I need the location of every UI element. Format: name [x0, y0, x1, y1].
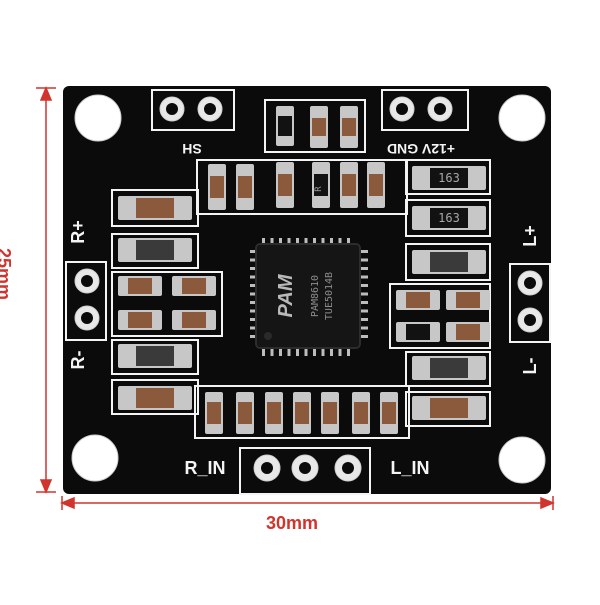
chip-pin [313, 348, 316, 356]
l-in-label: L_IN [390, 458, 429, 478]
chip-pin [250, 326, 258, 330]
chip-pin [279, 348, 282, 356]
chip-pin [250, 335, 258, 338]
chip-pin [313, 238, 316, 246]
chip-pin [262, 348, 265, 356]
ic-marking-top: 163 [438, 171, 460, 185]
chip-pin [262, 238, 265, 246]
chip-pin [360, 309, 368, 313]
header-pads [74, 96, 543, 482]
chip-code: TUE5014B [324, 272, 335, 320]
smd-components [118, 106, 490, 434]
chip-pin [360, 301, 368, 304]
chip-pin [347, 348, 350, 356]
width-dimension-label: 30mm [266, 513, 319, 533]
chip-pin [330, 238, 333, 246]
chip-pin [321, 348, 325, 356]
mounting-holes [71, 94, 546, 484]
l-minus-label: L- [520, 358, 540, 375]
chip-pin [250, 309, 258, 313]
chip-pin [287, 348, 291, 356]
chip-pin [360, 258, 368, 262]
sh-label: SH [182, 141, 201, 157]
resistor-marking: R [314, 186, 324, 192]
ic-marking-mid: 163 [438, 211, 460, 225]
chip-pin [304, 348, 308, 356]
chip-logo: PAM [275, 273, 297, 317]
chip-pin [250, 301, 258, 304]
silkscreen-outlines [65, 89, 551, 495]
chip-pin [360, 284, 368, 287]
chip-pin [296, 238, 299, 246]
power-label: +12V GND [387, 141, 455, 157]
chip-pin [270, 238, 274, 246]
chip-pin [250, 267, 258, 270]
chip-pin [250, 258, 258, 262]
chip-pin [279, 238, 282, 246]
chip-pin [321, 238, 325, 246]
r-plus-label: R+ [68, 220, 88, 244]
chip-pin [347, 238, 350, 246]
chip-pin [360, 335, 368, 338]
chip-pin [250, 318, 258, 321]
chip-pin [296, 348, 299, 356]
chip-pin [338, 348, 342, 356]
chip-part-number: PAM8610 [310, 275, 321, 317]
chip-pin [304, 238, 308, 246]
chip-pin [360, 267, 368, 270]
chip-pin [360, 292, 368, 296]
r-in-label: R_IN [184, 458, 225, 478]
l-plus-label: L+ [520, 225, 540, 247]
chip-pin [360, 275, 368, 279]
r-minus-label: R- [68, 351, 88, 370]
chip-pin [250, 275, 258, 279]
chip-pin [250, 250, 258, 253]
chip-pin [360, 250, 368, 253]
chip-pin [330, 348, 333, 356]
height-dimension-label: 25mm [0, 248, 14, 301]
chip-pin [270, 348, 274, 356]
amplifier-chip [250, 238, 368, 356]
chip-pin [338, 238, 342, 246]
chip-pin [250, 284, 258, 287]
chip-pin [360, 326, 368, 330]
chip-pin [287, 238, 291, 246]
chip-pin [360, 318, 368, 321]
chip-pin [250, 292, 258, 296]
dimension-lines [36, 86, 555, 510]
